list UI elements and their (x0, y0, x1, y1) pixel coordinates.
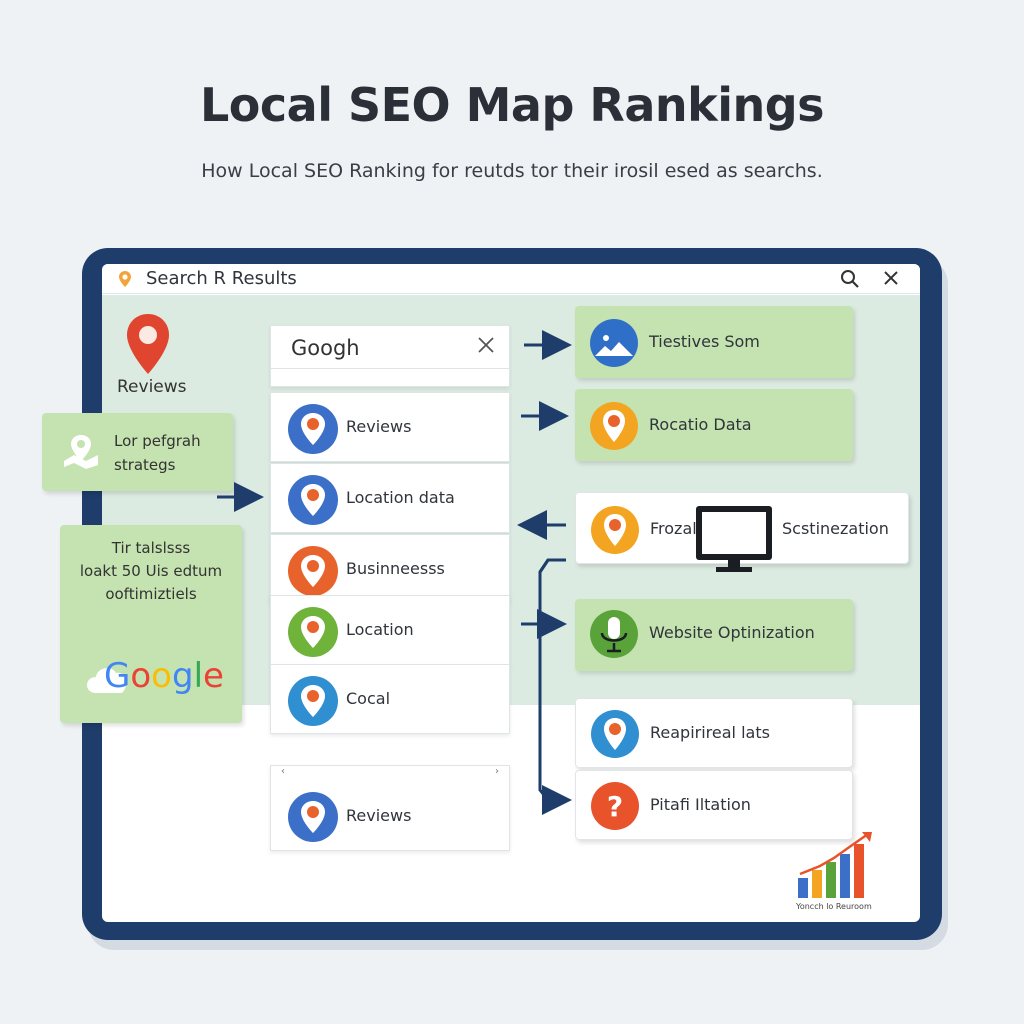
card-location-data[interactable]: Rocatio Data (575, 389, 853, 461)
list-item-location-data[interactable]: Location data (270, 463, 510, 533)
optimization-line-2: loakt 50 Uis edtum (79, 562, 223, 580)
map-pin-icon (287, 606, 339, 662)
map-pin-icon (287, 474, 339, 530)
card-label-secondary: Scstinezation (782, 519, 889, 538)
optimization-line-1: Tir talslsss (111, 539, 191, 557)
list-item-local[interactable]: Cocal (270, 664, 510, 734)
svg-text:?: ? (607, 790, 623, 823)
list-item-businesses[interactable]: Businneesss (270, 534, 510, 604)
svg-text:Google: Google (104, 656, 224, 696)
map-pin-icon (287, 545, 339, 601)
page-subtitle: How Local SEO Ranking for reutds tor the… (201, 160, 823, 182)
strategy-card[interactable]: Lor pefgrah strategs (42, 413, 233, 491)
google-logo: Google (82, 645, 227, 707)
card-label: Frozal (650, 519, 697, 538)
list-item-reviews[interactable]: Reviews (270, 392, 510, 462)
scroll-right-icon[interactable]: › (495, 766, 499, 777)
list-item-label: Location data (346, 488, 455, 507)
map-pin-icon (287, 403, 339, 459)
map-location-icon (60, 431, 102, 475)
close-icon[interactable] (882, 269, 900, 291)
list-item-label: Reviews (346, 417, 412, 436)
strategy-line-2: strategs (114, 456, 176, 474)
card-label: Tiestives Som (649, 332, 760, 351)
list-item-label: Reviews (346, 806, 412, 825)
card-label: Pitafi Iltation (650, 795, 751, 814)
list-item-label: Businneesss (346, 559, 445, 578)
card-reputation-stats[interactable]: Reapirireal lats (575, 698, 853, 768)
search-query-text: Googh (291, 336, 360, 360)
page-title: Local SEO Map Rankings (199, 78, 825, 132)
growth-chart-icon (796, 830, 876, 904)
card-website-optimization[interactable]: Website Optinization (575, 599, 853, 671)
search-panel[interactable]: Googh (270, 325, 511, 387)
arrow-loop-to-pitafi (538, 558, 572, 815)
window-title: Search R Results (146, 268, 297, 289)
optimization-line-3: ooftimiztiels (105, 585, 197, 603)
card-testives[interactable]: Tiestives Som (575, 306, 853, 378)
card-label: Website Optinization (649, 623, 815, 642)
scroll-left-icon[interactable]: ‹ (281, 766, 285, 777)
reviews-label: Reviews (117, 377, 187, 397)
monitor-icon (694, 504, 774, 578)
image-icon (589, 318, 639, 372)
list-item-label: Cocal (346, 689, 391, 708)
map-pin-icon (287, 791, 339, 847)
pin-icon (590, 709, 640, 763)
strategy-line-1: Lor pefgrah (114, 432, 201, 450)
pin-icon (590, 505, 640, 559)
card-label: Reapirireal lats (650, 723, 770, 742)
chart-caption: Yoncch lo Reuroom (796, 902, 872, 911)
search-divider (271, 368, 511, 369)
arrow-loop-top (538, 559, 550, 573)
location-pin-icon (118, 270, 132, 292)
pin-icon (589, 401, 639, 455)
list-item-reviews-bottom[interactable]: ‹ › Reviews (270, 765, 510, 851)
map-pin-icon (287, 675, 339, 731)
microphone-icon (589, 609, 639, 663)
clear-icon[interactable] (477, 336, 495, 358)
list-item-label: Location (346, 620, 414, 639)
window-titlebar: Search R Results (102, 264, 920, 294)
card-label: Rocatio Data (649, 415, 752, 434)
search-icon[interactable] (840, 269, 860, 293)
card-pitafi-iltation[interactable]: ? Pitafi Iltation (575, 770, 853, 840)
question-icon: ? (590, 781, 640, 835)
list-item-location[interactable]: Location (270, 595, 510, 665)
map-pin-icon (124, 312, 172, 380)
